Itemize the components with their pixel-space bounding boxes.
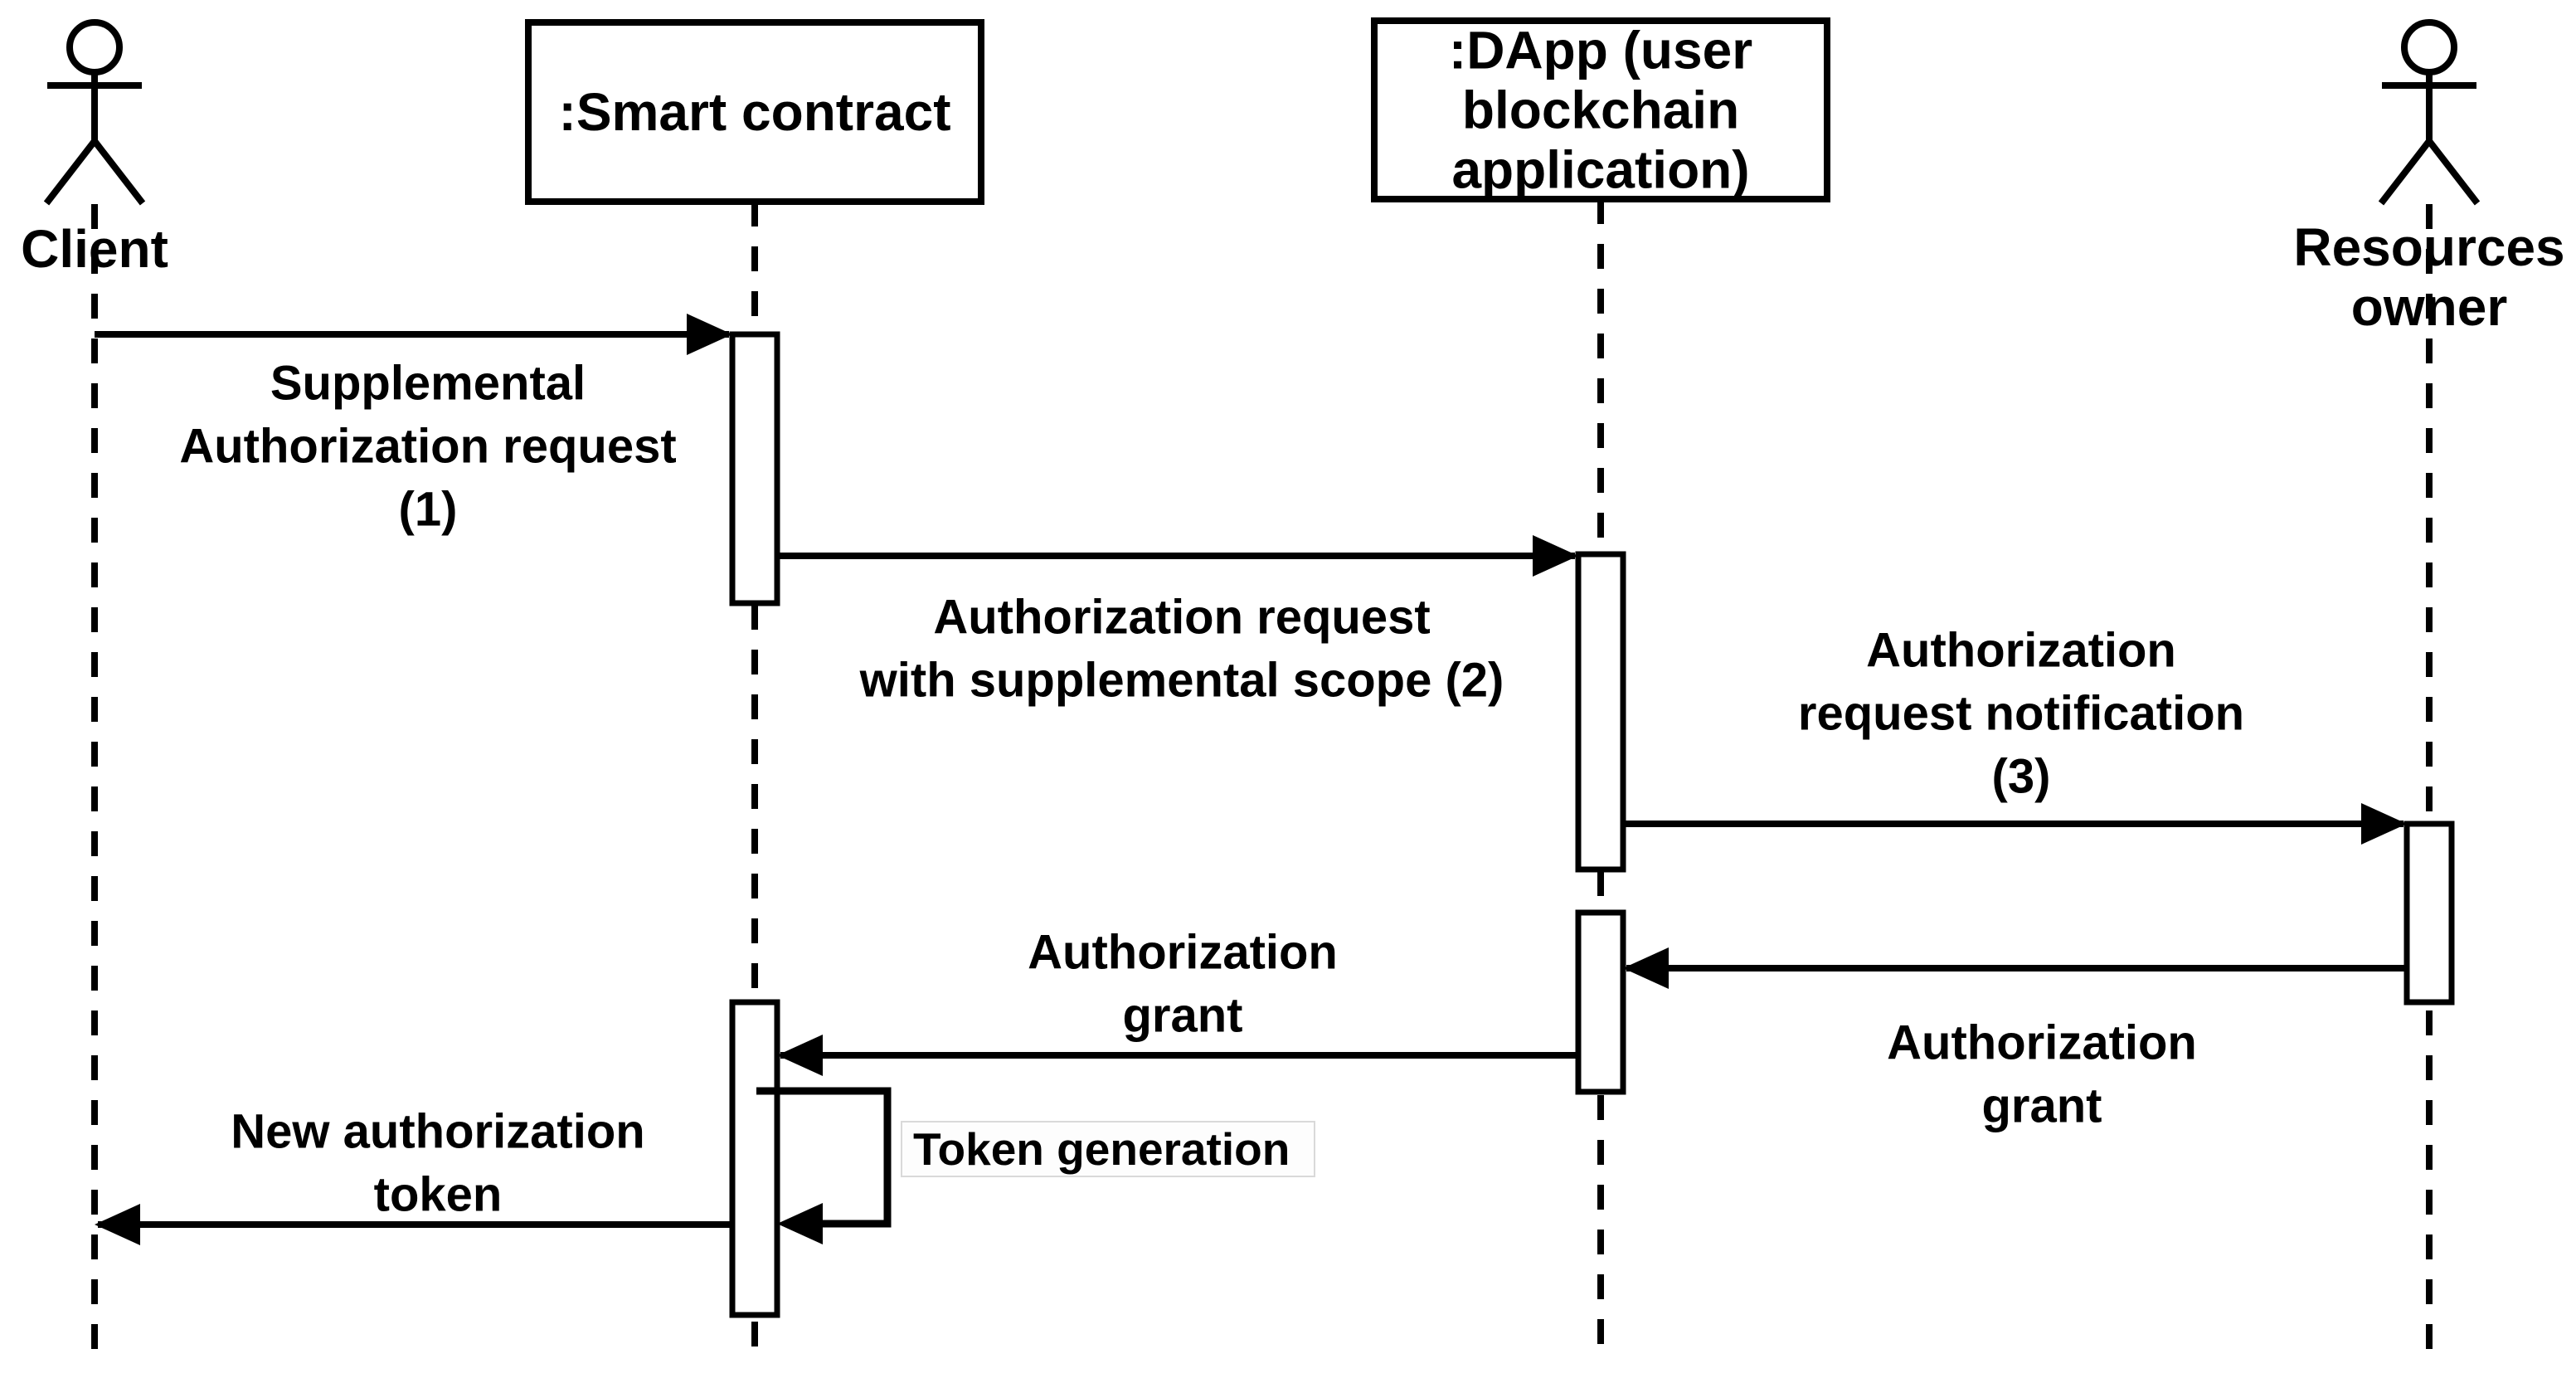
message-arrowhead: [687, 314, 732, 355]
message-arrowhead: [2361, 803, 2407, 845]
message-arrowhead: [95, 1204, 140, 1245]
participant-smart-contract: :Smart contract: [525, 19, 984, 205]
message-msg-4: Authorization grant: [1623, 947, 2407, 1133]
message-msg-7: New authorization token: [95, 1105, 732, 1245]
message-label: with supplemental scope (2): [859, 654, 1504, 708]
activation-bar-smart-contract: [729, 331, 780, 606]
self-message-line: [756, 1087, 892, 1228]
message-label: Authorization request: [933, 591, 1430, 645]
activation-bar-dapp: [1575, 551, 1626, 873]
message-label: grant: [1982, 1079, 2102, 1133]
message-label: request notification: [1798, 687, 2244, 741]
participant-label: :DApp (user: [1449, 21, 1752, 80]
message-arrowhead: [1533, 535, 1578, 577]
participant-client: Client: [21, 19, 168, 279]
actor-leg-left: [43, 139, 98, 206]
message-label: grant: [1123, 989, 1243, 1043]
actor-icon: [2378, 19, 2481, 206]
message-label: Supplemental: [270, 357, 586, 411]
actor-head: [2401, 19, 2457, 75]
message-label: (1): [399, 483, 458, 537]
self-message-label: Token generation: [913, 1123, 1290, 1175]
message-label: New authorization: [231, 1105, 644, 1159]
message-label: Authorization: [1028, 926, 1338, 980]
message-label: token: [374, 1168, 503, 1222]
activation-bar-dapp: [1575, 909, 1626, 1095]
message-label: (3): [1992, 750, 2051, 804]
participant-label: Resources: [2293, 217, 2564, 277]
actor-icon: [43, 19, 146, 206]
message-msg-2: Authorization request with supplemental s…: [777, 535, 1578, 708]
actor-leg-right: [91, 139, 146, 206]
participant-label: application): [1451, 140, 1749, 200]
message-arrowhead: [1623, 947, 1669, 989]
self-message-label-box: [901, 1121, 1315, 1177]
actor-leg-left: [2378, 139, 2433, 206]
message-msg-3: Authorization request notification (3): [1623, 624, 2407, 845]
self-message-msg-6: Token generation: [756, 1087, 1315, 1244]
message-arrowhead: [777, 1203, 823, 1244]
actor-leg-right: [2426, 139, 2481, 206]
participant-label: Client: [21, 219, 168, 279]
message-msg-5: Authorization grant: [777, 926, 1578, 1076]
message-label: Authorization: [1866, 624, 2176, 678]
message-label: Authorization: [1887, 1016, 2197, 1070]
activation-bar-smart-contract: [729, 999, 780, 1318]
message-label: Authorization request: [179, 420, 676, 474]
message-arrowhead: [777, 1035, 823, 1076]
actor-head: [66, 19, 123, 75]
participant-label: owner: [2351, 277, 2507, 337]
participant-label: blockchain: [1462, 80, 1739, 140]
object-box: [525, 19, 984, 205]
participant-label: :Smart contract: [559, 82, 951, 142]
activation-bar-resources-owner: [2403, 821, 2455, 1006]
object-box: [1371, 17, 1830, 202]
